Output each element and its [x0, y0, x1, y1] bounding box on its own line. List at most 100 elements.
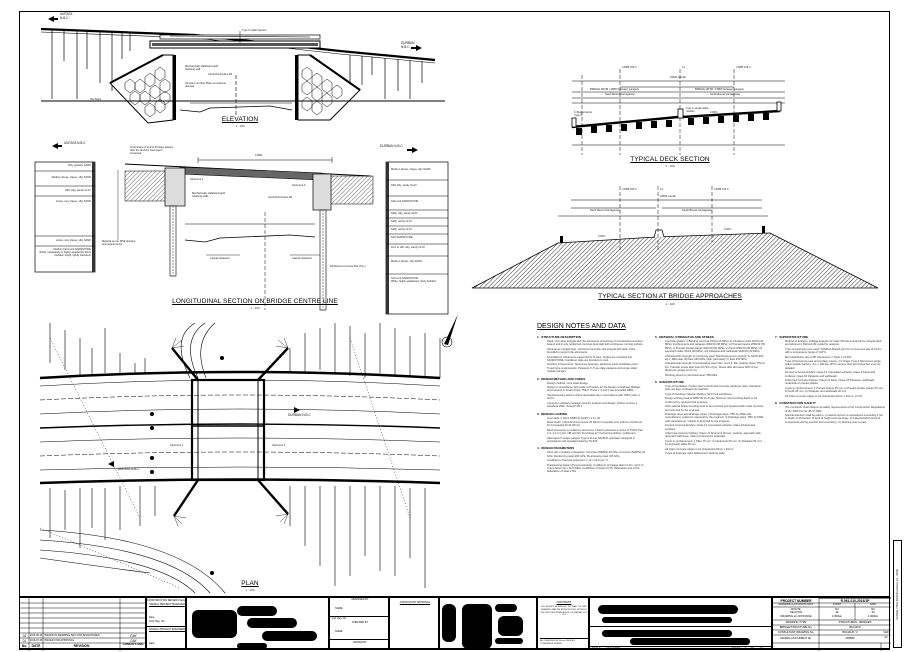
- deck-callout-median: Type F single sided median: [686, 107, 709, 114]
- longitudinal-section-view: UMTATA N.B.C DURBAN N.B.C 13000 Silty, g…: [30, 140, 450, 315]
- callout-ng-slope: NG Slope: [90, 98, 102, 101]
- note-1-4: Ancillary Components: Temporary bearings…: [547, 363, 639, 374]
- revision-row-01-text: ISSUED FOR APPROVAL: [44, 639, 75, 642]
- plan-label-abutment-2: Abutment 2: [272, 444, 286, 447]
- route-label: ROUTE: [791, 607, 801, 611]
- drawing-title-box: SCALE: AS SHOWN SHEET 2 OF 22: [589, 597, 773, 650]
- note-5-3: Characteristic strength of prestressing …: [665, 362, 765, 373]
- deck-label-cnpb-sbc: CNPB S.B.C: [736, 66, 751, 69]
- revisions-table: 02 2016-08-19 ISSUED IN DRAWING SET FOR …: [19, 597, 147, 651]
- dimensions-note: ALL DIMENSIONS IN mm UNLESS OTHERWISE ST…: [540, 640, 575, 646]
- right-borehole-layer-6: Stiffy, sandy CLAY: [391, 228, 413, 231]
- longitudinal-section-drawing: [34, 143, 449, 315]
- start-section: 30: [835, 611, 839, 614]
- callout-lateral-clearance-left: Lateral clearance: [210, 257, 230, 260]
- redacted-logo: [192, 610, 237, 638]
- km-distance-label: DRAWING km DISTANCE: [780, 615, 812, 618]
- redacted-logo: [495, 638, 523, 644]
- note-6-5: Drainage slope and drainage pipes: i) Dr…: [665, 412, 764, 423]
- plan-scale: 1 : 200: [245, 588, 255, 592]
- durban-label: DURBAN N.B.C: [401, 41, 415, 49]
- sanral-project-manager-label: SANRAL PROJECT MANAGER: [149, 603, 185, 606]
- ver-value: 02: [884, 636, 888, 639]
- callout-material: Material as per MSE drawing and requirem…: [102, 240, 136, 247]
- notes-section-4-heading: 4. DESIGN PARAMETERS: [537, 446, 575, 451]
- copyright-text: ALL RIGHTS RESERVED. NO PART OF THIS DRA…: [540, 606, 588, 617]
- consultant-approval-box: CONSULTANT APPROVAL: [389, 597, 439, 650]
- left-borehole-layer-5: Loose, very clayey, silty SAND: [55, 239, 91, 242]
- structure-no-label: BRIDGE/STRUCTURE No.: [779, 625, 813, 629]
- redacted-title: [630, 638, 750, 645]
- approach-section-title: TYPICAL SECTION AT BRIDGE APPROACHES: [598, 293, 742, 300]
- note-7-5: Formed concrete finishes: Class F1 Conce…: [785, 371, 876, 378]
- right-borehole-layer-4: Stiffy, silty, sandy CLAY: [391, 212, 418, 215]
- approach-label-cnpb-sbc: CNPB S.B.C: [714, 188, 729, 191]
- typical-section-approaches-view: CNPB N.B.C CL CNPB S.B.C 32600 overall N…: [470, 178, 890, 318]
- drawing-type-value: STRUCTURES - BRIDGES: [838, 620, 872, 624]
- revision-row-02-consult: GAY: [130, 634, 137, 638]
- project-number-value: R.061-010-2016/1P: [840, 598, 870, 603]
- pm-civil-reg-label: Civil. Reg. No.:: [149, 620, 166, 623]
- section-label: SECTION: [790, 611, 802, 614]
- design-notes: DESIGN NOTES AND DATA 1. STRUCTURE DESCR…: [537, 323, 887, 588]
- note-3-2: Dead loads: i) Reinforced concrete 25 kN…: [547, 420, 642, 428]
- redacted-logo: [495, 604, 517, 612]
- redacted-logo: [237, 643, 267, 649]
- start-km: 1.000km: [831, 615, 843, 618]
- pe-date-label: Date:: [149, 642, 155, 645]
- callout-mse-walls: Mechanically stabilised earth retaining …: [192, 192, 226, 199]
- sheet-value: 2: [744, 646, 746, 650]
- note-2-3: Supplementary actions where applicable a…: [547, 393, 640, 401]
- logo-area: [186, 597, 329, 650]
- note-7-2: Type of expansion joint used: SANRAL-Bur…: [785, 347, 882, 355]
- pm-date-label: Date:: [149, 616, 155, 619]
- title-block: 02 2016-08-19 ISSUED IN DRAWING SET FOR …: [19, 596, 891, 651]
- right-borehole-layer-1: Medium dense, clayey, silty SAND: [391, 168, 431, 171]
- note-3-4: Alternative F-shape parapet Type A as pe…: [547, 436, 635, 443]
- callout-fill-slope: Final shape of end of fill slope placed …: [130, 146, 173, 156]
- deck-half-nb: BRIDGE 1B NB / 15800 between parapets: [590, 88, 639, 91]
- right-borehole-layer-5: Stiffy, sandy CLAY: [391, 220, 413, 223]
- scale-label: SCALE:: [592, 646, 602, 650]
- revision-row-02-no: 02: [22, 634, 27, 638]
- notes-column-3: 7. SUPERSTRUCTURE Method of analysis: Gr…: [775, 335, 885, 425]
- note-6-3: Design working load of 3850 kN for R pil…: [665, 397, 758, 404]
- sanral-document-value: 283899: [845, 637, 855, 640]
- notes-section-1-heading: 1. STRUCTURE DESCRIPTION: [537, 335, 582, 339]
- approach-crossfall-left: 2.00%: [598, 235, 606, 238]
- design-notes-title: DESIGN NOTES AND DATA: [537, 323, 626, 330]
- deck-carriageway-nb: North Bound Carriageway: [605, 93, 635, 96]
- title-block-side-strip: SANRAL TITLE BLOCK (version 2.0 - 2016): [893, 540, 902, 648]
- note-7-4: Type of bituminous seal and surface cour…: [785, 360, 881, 370]
- right-borehole-layer-7: Soft SANDSTONE: [391, 236, 413, 239]
- project-number-label: PROJECT NUMBER: [780, 598, 812, 603]
- consultant-drawing-no-label: CONSULTANT DRAWING No.: [777, 630, 815, 634]
- deck-callout-barrier: F-Shape barrier Type A: [574, 111, 593, 118]
- deck-callout-crossfall: 2.00%: [710, 111, 718, 114]
- note-3-1: Live loads: i) NA ii) NB36 iii) NC30 x 2…: [547, 416, 601, 420]
- note-6-9: All sharp concrete edges to be chamfered…: [665, 447, 735, 451]
- note-1-1: Deck: One span integral with the abutmen…: [547, 340, 645, 347]
- elevation-title: ELEVATION: [221, 116, 259, 123]
- note-4-1: Short term modulus of elasticity: Concre…: [547, 451, 645, 458]
- longitudinal-section-title: LONGITUDINAL SECTION ON BRIDGE CENTRE LI…: [172, 298, 338, 305]
- durban-label: DURBAN N.B.C: [380, 144, 403, 148]
- right-borehole-layer-9: Medium dense, silty SAND: [391, 260, 422, 263]
- designed-civil-reg-label: Civil. Reg. No.: [331, 618, 347, 620]
- ver-label: VER: [883, 630, 889, 634]
- span-dimension: 13000: [255, 154, 263, 157]
- revision-row-01-date: 2016-07-15: [29, 639, 43, 642]
- note-4-2: Coefficient of thermal expansion = 10 x …: [547, 459, 609, 463]
- approach-overall: 32600 overall: [660, 195, 676, 198]
- redacted-logo: [442, 604, 456, 642]
- note-3-3: Earth pressures on retaining structures:…: [547, 428, 643, 436]
- callout-lateral-clearance-right: Lateral clearance: [292, 257, 312, 260]
- end-km: 1.000km: [867, 615, 879, 618]
- redacted-logo: [247, 618, 297, 628]
- elevation-drawing: [40, 16, 445, 124]
- approach-label-cnpb-nbc: CNPB N.B.C: [622, 188, 637, 191]
- notes-section-8-heading: 8. CONSTRUCTION SAFETY: [775, 401, 817, 406]
- sheet-total: 22: [759, 646, 763, 650]
- note-7-7: Cover to reinforcement: i) Precast beams…: [785, 386, 884, 394]
